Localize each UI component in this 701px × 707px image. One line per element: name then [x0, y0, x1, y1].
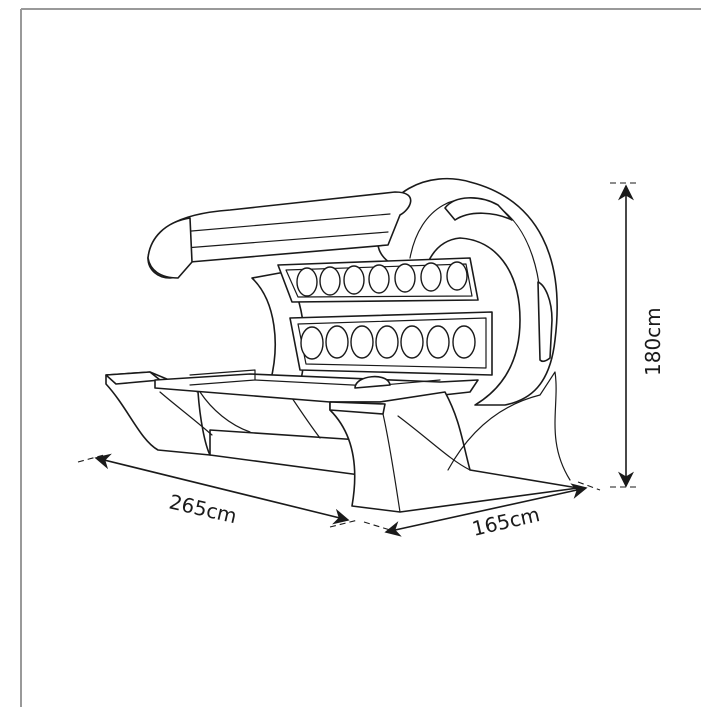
- length-extension-right: [329, 519, 359, 528]
- lower-lamp: [400, 325, 424, 359]
- upper-lamp: [343, 265, 365, 295]
- pillar-window-top: [444, 197, 513, 221]
- width-extension-left: [363, 521, 391, 531]
- tanning-bed: [105, 177, 579, 513]
- width-extension-right: [577, 481, 601, 491]
- upper-lamps: [296, 261, 468, 297]
- upper-lamp: [296, 267, 318, 297]
- lower-lamp: [426, 325, 450, 359]
- frame-border: [20, 8, 701, 707]
- canopy-lower-line: [184, 231, 389, 249]
- pillar-window-side: [537, 281, 553, 363]
- lower-lamp: [452, 325, 476, 359]
- bench-edge: [189, 369, 256, 386]
- width-dimension-line: [384, 483, 588, 537]
- height-label: 180cm: [641, 307, 665, 376]
- lower-lamp: [300, 326, 324, 360]
- lower-lamp: [325, 325, 349, 359]
- upper-lamp: [319, 266, 341, 296]
- width-label: 165cm: [470, 502, 542, 541]
- length-extension-left: [77, 454, 105, 463]
- side-pillar: [377, 177, 558, 406]
- length-label: 265cm: [167, 489, 239, 528]
- lower-lamp: [375, 325, 399, 359]
- upper-lamp: [368, 264, 390, 294]
- canopy-upper-line: [179, 213, 391, 233]
- support-arch-mid: [199, 391, 251, 433]
- base-plinth: [209, 429, 361, 476]
- lower-lamp: [350, 325, 374, 359]
- length-dimension-line: [94, 453, 350, 525]
- upper-lamp: [420, 262, 442, 292]
- lower-lamps: [300, 325, 476, 360]
- support-arch-left: [159, 391, 213, 436]
- canopy-end-cap: [147, 217, 193, 279]
- left-pedestal: [105, 371, 211, 456]
- head-cushion: [354, 375, 391, 389]
- right-pedestal-curve: [397, 415, 471, 471]
- upper-lamp: [446, 261, 468, 291]
- dimension-lines: [77, 182, 640, 537]
- upper-lamp: [394, 263, 416, 293]
- side-pillar-lower-inner: [447, 371, 571, 481]
